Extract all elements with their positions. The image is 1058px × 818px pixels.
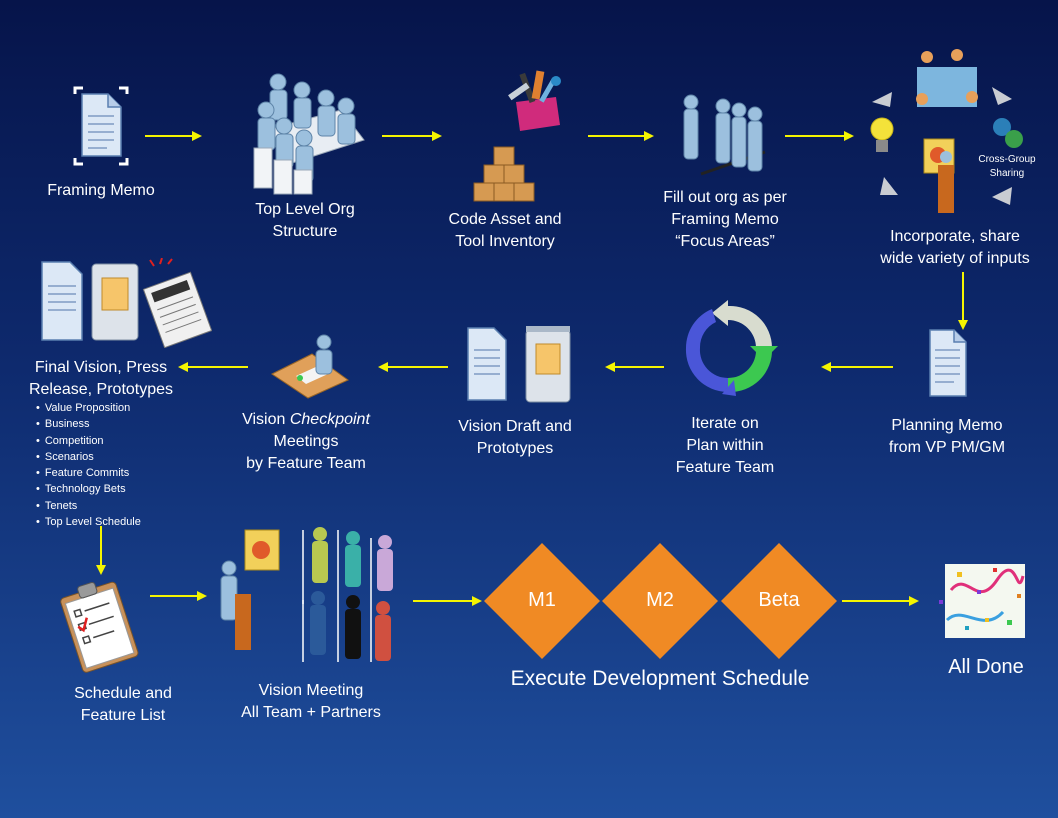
schedule-line-1: Schedule and bbox=[74, 685, 172, 702]
incorporate-line-1: Incorporate, share bbox=[890, 228, 1020, 245]
clipboard-checklist-icon bbox=[56, 578, 144, 674]
cross-group-line-1: Cross-Group bbox=[978, 154, 1036, 165]
framing-memo-label: Framing Memo bbox=[47, 182, 155, 199]
bullet-item: Tenets bbox=[36, 498, 141, 514]
checkpoint-italic: Checkpoint bbox=[289, 411, 370, 428]
iterate-line-3: Feature Team bbox=[675, 459, 775, 476]
diamond-beta bbox=[721, 543, 837, 659]
checkpoint-label: Vision Checkpoint Meetings by Feature Te… bbox=[226, 409, 386, 475]
vision-meeting-line-2: All Team + Partners bbox=[241, 704, 381, 721]
conference-table-icon bbox=[246, 70, 366, 195]
bullet-item: Top Level Schedule bbox=[36, 514, 141, 530]
code-asset-label: Code Asset and Tool Inventory bbox=[430, 209, 580, 253]
checkpoint-line-1: Vision Checkpoint bbox=[226, 409, 386, 431]
final-vision-docs-icon bbox=[40, 258, 212, 348]
planning-memo-label: Planning Memo from VP PM/GM bbox=[868, 415, 1026, 459]
incorporate-label: Incorporate, share wide variety of input… bbox=[866, 226, 1044, 270]
checkpoint-line-3: by Feature Team bbox=[246, 455, 366, 472]
vision-meeting-label: Vision Meeting All Team + Partners bbox=[218, 680, 404, 724]
iterate-line-2: Plan within bbox=[686, 437, 764, 454]
fill-org-line-2: Framing Memo bbox=[671, 211, 779, 228]
checkpoint-prefix: Vision bbox=[242, 411, 290, 428]
iterate-line-1: Iterate on bbox=[691, 415, 759, 432]
code-asset-line-1: Code Asset and bbox=[448, 211, 562, 228]
checkpoint-meeting-icon bbox=[268, 330, 352, 400]
vision-meeting-line-1: Vision Meeting bbox=[258, 682, 364, 699]
schedule-label: Schedule and Feature List bbox=[50, 683, 196, 727]
team-people-icon bbox=[677, 92, 773, 184]
celebration-confetti-icon bbox=[937, 560, 1029, 640]
cross-group-line-2: Sharing bbox=[989, 168, 1025, 179]
planning-memo-document-icon bbox=[928, 328, 968, 398]
iteration-cycle-icon bbox=[672, 296, 784, 400]
milestone-beta-label: Beta bbox=[758, 589, 800, 611]
vision-draft-label: Vision Draft and Prototypes bbox=[440, 416, 590, 460]
stacked-boxes-icon bbox=[472, 143, 538, 205]
final-vision-line-1: Final Vision, Press bbox=[34, 359, 168, 376]
cross-group-sharing-icon bbox=[862, 47, 1042, 217]
checkpoint-line-2: Meetings bbox=[273, 433, 339, 450]
milestone-diamonds bbox=[484, 543, 837, 659]
org-structure-line-2: Structure bbox=[272, 223, 338, 240]
org-structure-line-1: Top Level Org bbox=[255, 201, 355, 218]
planning-memo-line-2: from VP PM/GM bbox=[888, 439, 1006, 456]
final-vision-label: Final Vision, Press Release, Prototypes bbox=[26, 357, 176, 401]
diamond-m2 bbox=[602, 543, 718, 659]
diamond-m1 bbox=[484, 543, 600, 659]
vision-meeting-presenter-icon bbox=[215, 524, 405, 664]
bullet-item: Scenarios bbox=[36, 449, 141, 465]
bullet-item: Competition bbox=[36, 433, 141, 449]
bullet-item: Technology Bets bbox=[36, 481, 141, 497]
execute-schedule-label: Execute Development Schedule bbox=[510, 667, 810, 690]
fill-org-label: Fill out org as per Framing Memo “Focus … bbox=[640, 187, 810, 253]
cross-group-label: Cross-Group Sharing bbox=[972, 153, 1042, 181]
toolbox-icon bbox=[498, 67, 578, 137]
bullet-item: Value Proposition bbox=[36, 400, 141, 416]
final-vision-line-2: Release, Prototypes bbox=[28, 381, 174, 398]
schedule-line-2: Feature List bbox=[80, 707, 166, 724]
incorporate-line-2: wide variety of inputs bbox=[880, 250, 1030, 267]
vision-draft-line-2: Prototypes bbox=[476, 440, 554, 457]
draft-documents-icon bbox=[466, 324, 578, 406]
milestone-m1-label: M1 bbox=[528, 589, 556, 611]
bullet-item: Business bbox=[36, 416, 141, 432]
vision-draft-line-1: Vision Draft and bbox=[458, 418, 572, 435]
planning-memo-line-1: Planning Memo bbox=[891, 417, 1003, 434]
framing-memo-document-icon bbox=[73, 86, 129, 166]
code-asset-line-2: Tool Inventory bbox=[455, 233, 555, 250]
org-structure-label: Top Level Org Structure bbox=[235, 199, 375, 243]
fill-org-line-3: “Focus Areas” bbox=[675, 233, 775, 250]
final-vision-bullet-list: Value Proposition Business Competition S… bbox=[36, 400, 141, 530]
bullet-item: Feature Commits bbox=[36, 465, 141, 481]
all-done-label: All Done bbox=[948, 656, 1024, 678]
milestone-m2-label: M2 bbox=[646, 589, 674, 611]
iterate-label: Iterate on Plan within Feature Team bbox=[650, 413, 800, 479]
fill-org-line-1: Fill out org as per bbox=[663, 189, 787, 206]
